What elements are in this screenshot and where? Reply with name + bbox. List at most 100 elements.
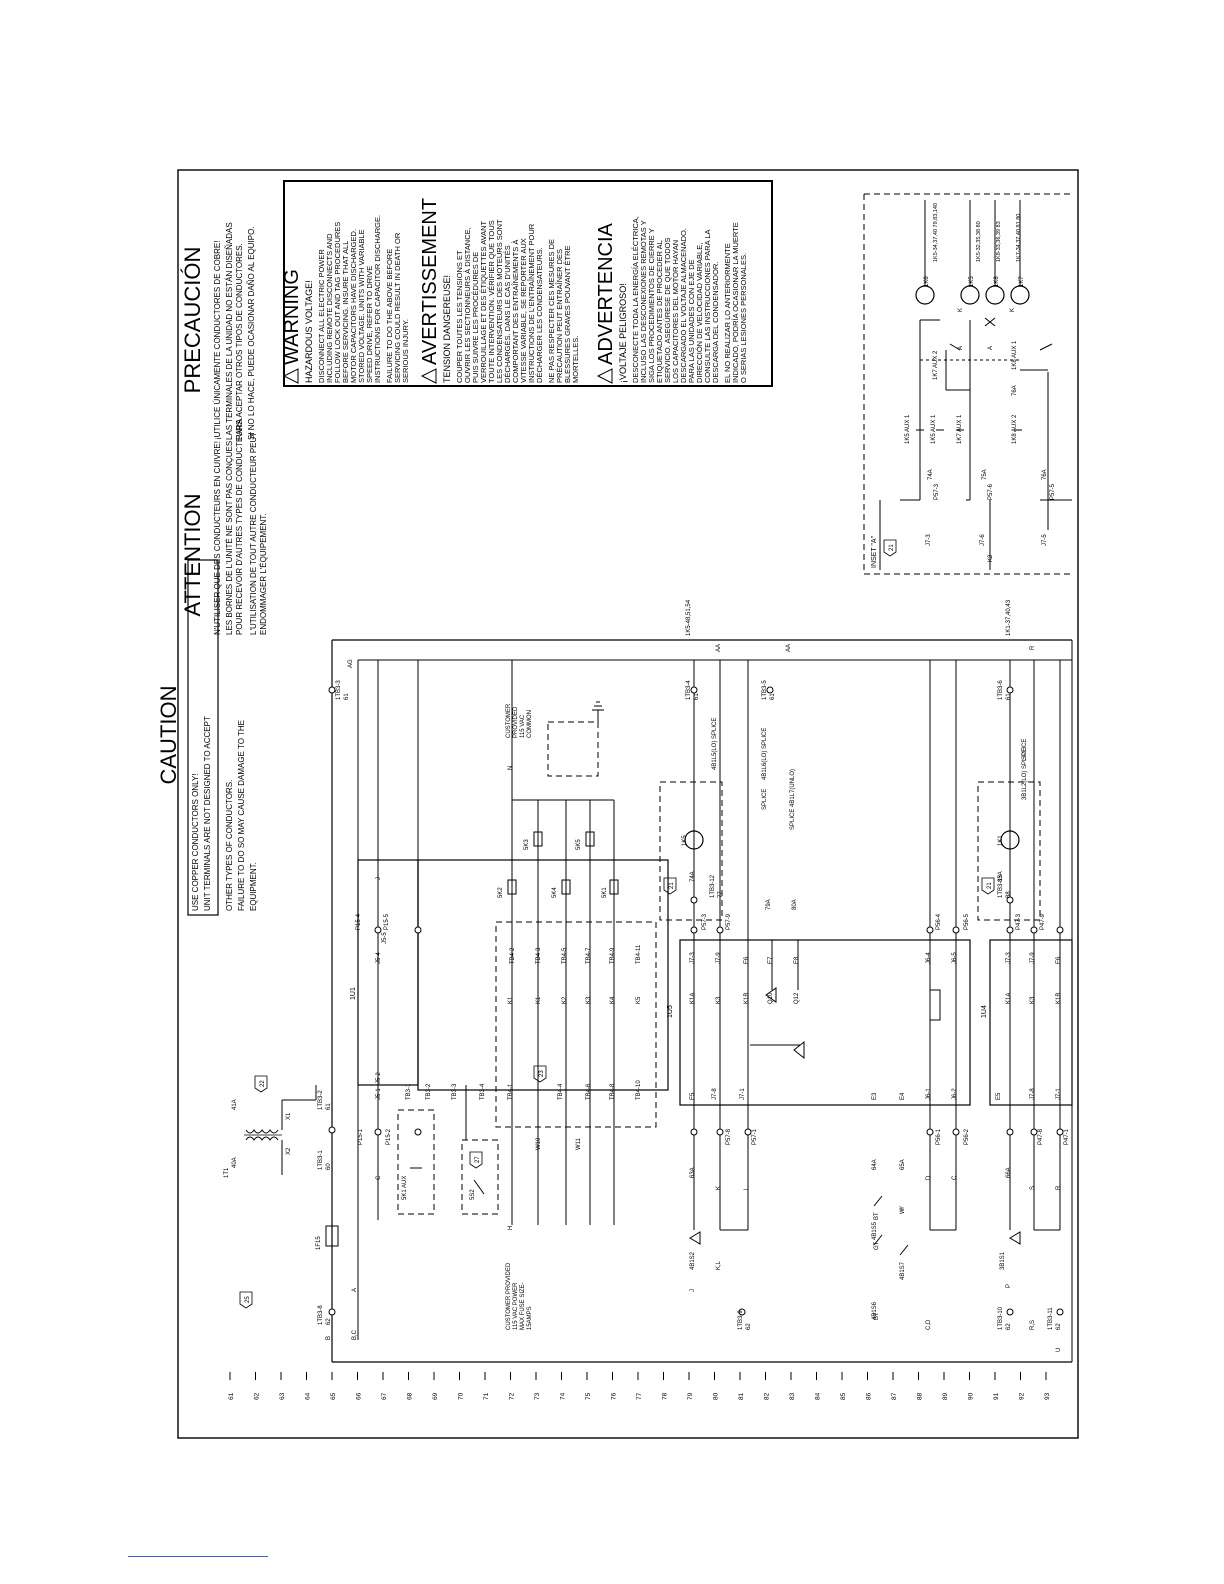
coil-1k5-icon (960, 285, 980, 305)
rung-number: 81 (738, 1392, 745, 1400)
rung-number: 67 (381, 1392, 388, 1400)
rung-number: 83 (789, 1392, 796, 1400)
caution-box (187, 559, 219, 916)
customer-common-note: CUSTOMER PROVIDED 115 VAC COMMON (506, 703, 533, 738)
splice-label: SPLICE (762, 789, 768, 810)
ground-icon (592, 701, 604, 722)
rung-number: 93 (1044, 1392, 1051, 1400)
sheet-ref-icon (883, 539, 897, 557)
rung-number: 85 (840, 1392, 847, 1400)
wire-label: C,D (926, 1319, 932, 1330)
customer-power-line: 15AMPS (527, 1306, 533, 1330)
wire-label: H (508, 1226, 514, 1230)
contact-label: Q10 (768, 992, 774, 1004)
switch-terminal: Y (900, 1206, 906, 1210)
switch-terminal: BT (874, 1212, 880, 1220)
connector-label: TB4-9 (610, 947, 616, 964)
splice-label: 4B1L5(LO) SPLICE (712, 718, 718, 770)
connector-label: TB4-7 (586, 947, 592, 964)
sheet-ref: 27 (475, 1156, 481, 1163)
contact-label: K1B (744, 993, 750, 1004)
sheet-ref-icon (239, 1291, 253, 1309)
customer-power-note: CUSTOMER PROVIDED 115 VAC POWER MAX FUSE… (506, 1262, 533, 1330)
inset-coil-label: 1K6 (924, 276, 930, 287)
precaucion-title: PRECAUCIÓN (180, 247, 205, 394)
terminal-label: 1TB3-10 (998, 1306, 1004, 1330)
avertissement-line: PUIS SUIVRE LES PROCÉDURES DE (471, 252, 480, 383)
caution-line: FAILURE TO DO SO MAY CAUSE DAMAGE TO THE (237, 720, 246, 911)
plug-label: P15-2 (386, 1128, 392, 1145)
wire-label: U (1056, 1348, 1062, 1352)
relay-label: 5K1 (602, 887, 608, 898)
plug-label: P47-9 (1040, 913, 1046, 930)
coil-1k7-icon (1010, 285, 1030, 305)
inset-aux-label: 1K8 AUX 1 (1012, 340, 1018, 370)
warning-line: INCLUDING REMOTE DISCONNECTS AND (325, 233, 334, 383)
inset-terminal: J7-5 (1042, 534, 1048, 546)
cross-reference: 1K1-37,40,43 (1006, 599, 1012, 636)
inset-terminal: 75A (982, 469, 988, 480)
relay-label: 5K2 (498, 887, 504, 898)
rung-number: 91 (993, 1392, 1000, 1400)
contact-label: K2 (562, 996, 568, 1004)
terminal-label: 1TB3-5 (762, 680, 768, 700)
switch-4b1s5-icon (873, 1195, 883, 1207)
warning-triangle-icon (596, 368, 613, 384)
terminal-label: 77 (718, 891, 724, 898)
wire-label: S (1030, 1186, 1036, 1190)
switch-4b1s2-icon (689, 1231, 701, 1245)
wire-number: 80A (792, 899, 798, 910)
advertencia-line: ETIQUETADO ANTES DE PROCEDER AL (655, 240, 664, 383)
splice-label: 4B1L6(LO) SPLICE (762, 728, 768, 780)
plug-label: P56-5 (964, 913, 970, 930)
wire-label: R (1056, 1185, 1062, 1190)
switch-3b1s1-icon (1009, 1231, 1021, 1245)
relay-label: 5K3 (524, 839, 530, 850)
wire-label: W11 (576, 1137, 582, 1150)
advertencia-line: DESCONECTE TODA LA ENERGÍA ELÉCTRICA, (631, 216, 640, 383)
plug-label: P15-1 (358, 1128, 364, 1145)
wire-label: L (744, 1186, 750, 1190)
board-label: 1U4 (981, 1005, 988, 1018)
avertissement-title: AVERTISSEMENT (419, 198, 441, 365)
connector-label: TB4-8 (610, 1083, 616, 1100)
rung-number: 71 (483, 1392, 490, 1400)
rung-number: 86 (866, 1392, 873, 1400)
terminal-label: 88 (1006, 891, 1012, 898)
rung-number: 61 (228, 1392, 235, 1400)
advertencia-line: EL NO REALIZAR LO ANTERIORMENTE (723, 243, 732, 383)
inset-terminal: P57-5 (1050, 483, 1056, 500)
wire-label: B,C (352, 1329, 358, 1340)
attention-title: ATTENTION (180, 493, 205, 616)
inset-letter: K (958, 308, 964, 312)
connector-label: E7 (768, 956, 774, 964)
switch-terminal: 63A (690, 1167, 696, 1178)
attention-line: ENDOMMAGER L'ÉQUIPEMENT. (259, 513, 268, 635)
advertencia-line: INDICADO, PODRÍA OCASIONAR LA MUERTE (731, 222, 740, 383)
fuse-label: 1F15 (316, 1236, 322, 1250)
warning-box (283, 180, 773, 387)
connector-label: TB3-2 (426, 1083, 432, 1100)
triac-q10-icon (765, 987, 777, 1003)
plug-label: P57-1 (752, 1128, 758, 1145)
connector-label: J5-5 (382, 932, 388, 944)
plug-label: P56-4 (936, 913, 942, 930)
terminal-label: 1TB3-9 (738, 1310, 744, 1330)
wire-label: K,L (716, 1260, 722, 1270)
splice-label: SPLICE 4B1L7(UNLO) (790, 769, 796, 830)
warning-title: WARNING (281, 269, 303, 365)
inset-aux-label: 1K5 AUX 1 (931, 414, 937, 444)
inset-coil-label: 1K8 (994, 276, 1000, 287)
avertissement-line: DÉCHARGER LES CONDENSATEURS. (535, 247, 544, 383)
advertencia-line: CONSULTE LAS INSTRUCCIONES PARA LA (703, 229, 712, 383)
plug-label: P47-3 (1016, 913, 1022, 930)
wire-label: R,S (1030, 1320, 1036, 1330)
connector-label: TB4-10 (636, 1080, 642, 1100)
wire-label: N (508, 766, 514, 770)
warning-line: FAILURE TO DO THE ABOVE BEFORE (385, 249, 394, 383)
connector-label: J7-3 (1006, 952, 1012, 964)
customer-power-line: CUSTOMER PROVIDED (506, 1262, 512, 1330)
terminal-label: 61 (770, 693, 776, 700)
avertissement-line: MORTELLES. (571, 336, 580, 383)
